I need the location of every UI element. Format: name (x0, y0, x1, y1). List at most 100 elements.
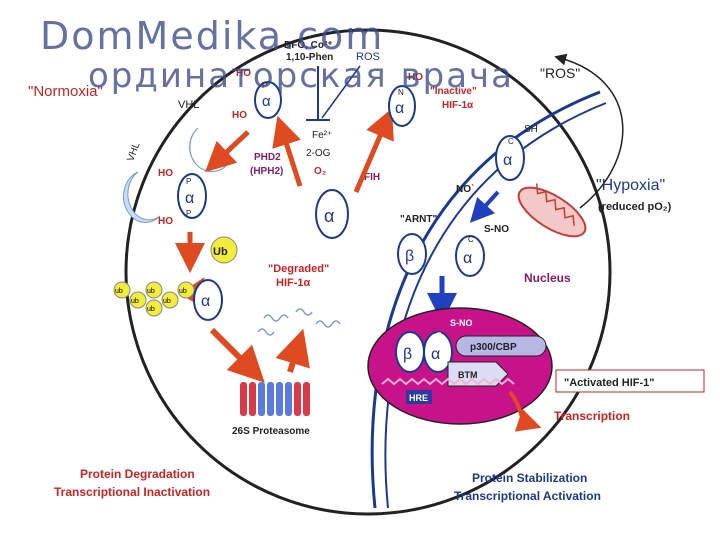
normoxia-label: "Normoxia" (28, 83, 103, 100)
arrow-to-vhl-binding (205, 130, 250, 173)
hif-alpha-top-left (254, 81, 282, 119)
ros-quoted-label: "ROS" (540, 65, 580, 81)
hif-alpha-ubiquitinated (193, 279, 223, 321)
p300-label: p300/CBP (470, 342, 517, 353)
phd2-label: PHD2 (254, 152, 281, 163)
ubiquitin-chain: ub ub ub ub ub ub (113, 281, 195, 317)
activated-alpha (423, 331, 453, 373)
ub-chain-label: ub (179, 288, 187, 295)
degraded-hif-label: HIF-1α (276, 277, 311, 289)
hre-box (406, 390, 432, 404)
c-label: C (436, 331, 442, 340)
ub-chain-label: ub (163, 298, 171, 305)
transcription-label: Transcription (554, 409, 630, 423)
alpha-symbol: α (463, 250, 472, 267)
protein-degradation-label: Protein Degradation (80, 467, 195, 481)
ub-chain-label: ub (147, 306, 155, 313)
inactive-hif-label: HIF-1α (442, 100, 474, 111)
ub-chain-label: ub (131, 298, 139, 305)
arrow-fih (353, 108, 394, 193)
beta-symbol: β (405, 248, 414, 265)
btm-label: BTM (458, 370, 478, 380)
watermark-subtitle: ординаторская врача (88, 56, 514, 96)
cell-membrane (124, 28, 612, 516)
ho-label: HO (236, 68, 251, 79)
ho-label: HO (408, 72, 423, 83)
sh-label: SH (524, 124, 538, 135)
nuclear-membrane-inner (384, 102, 607, 509)
arrow-phd-to-hydroxylation (272, 115, 303, 187)
reduced-po2-label: (reduced pO₂) (598, 201, 672, 213)
ho-label: HO (232, 110, 247, 121)
ho-label: HO (158, 168, 173, 179)
arnt-beta (397, 233, 427, 275)
phen-label: 1,10-Phen (286, 52, 333, 63)
hif-alpha-sno (455, 235, 485, 277)
vhl-label-top: VHL (178, 99, 199, 111)
c-label: C (468, 235, 474, 244)
ros-label: ROS (356, 51, 380, 63)
transcriptional-inactivation-label: Transcriptional Inactivation (54, 485, 210, 499)
inhibition-bar (306, 66, 330, 121)
p-label: P (186, 209, 191, 218)
fih-label: FIH (364, 172, 380, 183)
dfo-label: DFO, Co²⁺ (284, 40, 333, 51)
alpha-symbol: α (201, 293, 210, 310)
fe-label: Fe²⁺ (312, 130, 332, 141)
alpha-symbol: α (324, 206, 334, 226)
hre-label: HRE (409, 393, 428, 403)
proteasome-label: 26S Proteasome (232, 426, 310, 437)
og-label: 2-OG (306, 148, 331, 159)
alpha-symbol: α (395, 100, 404, 117)
degraded-label: "Degraded" (268, 263, 329, 275)
activated-hif-label: "Activated HIF-1" (564, 377, 655, 389)
inactive-label: "Inactive" (430, 86, 477, 97)
ub-chain-label: ub (147, 288, 155, 295)
arnt-label: "ARNT" (400, 214, 438, 225)
ub-chain-label: ub (115, 288, 123, 295)
sno-label: S-NO (450, 318, 473, 328)
mitochondrion (517, 183, 587, 238)
c-label: C (508, 137, 514, 146)
btm-box (447, 361, 509, 387)
watermark-site: DomMedika.com (40, 14, 385, 58)
hif-alpha-sh (495, 135, 525, 181)
alpha-symbol: α (185, 190, 194, 207)
hypoxia-label: "Hypoxia" (596, 177, 665, 194)
peptide-fragments (257, 308, 341, 336)
dna-strand (381, 377, 515, 386)
alpha-symbol: α (503, 152, 512, 169)
nucleus-label: Nucleus (524, 271, 571, 285)
transcription-arrow (508, 390, 542, 432)
vhl-crescent-mid (123, 171, 161, 223)
ho-label: HO (158, 216, 173, 227)
o2-label: O₂ (314, 166, 326, 177)
beta-symbol: β (403, 346, 412, 363)
n-label: N (398, 88, 404, 97)
no-label: NO˙ (456, 184, 474, 195)
p-label: P (186, 177, 191, 186)
ub-molecule (210, 236, 238, 264)
arrow-s-nitrosylation (469, 190, 500, 223)
proteasome (240, 382, 310, 416)
vhl-crescent-top (189, 127, 227, 173)
arrow-proteasome-out (275, 328, 310, 373)
ub-label: Ub (213, 246, 228, 258)
protein-stabilization-label: Protein Stabilization (472, 471, 587, 485)
hif-alpha-hydroxylated (177, 173, 207, 219)
activated-hif-box (555, 369, 705, 393)
alpha-symbol: α (262, 93, 271, 110)
alpha-symbol: α (431, 346, 440, 363)
vhl-label-mid: VHL (125, 141, 142, 163)
p-label: P (262, 81, 267, 90)
transcriptional-activation-label: Transcriptional Activation (454, 489, 601, 503)
sno-label: S-NO (484, 224, 509, 235)
hif-alpha-central (315, 189, 349, 239)
p300-cbp-box (455, 335, 547, 357)
arrow-to-proteasome (209, 327, 265, 383)
hph2-label: (HPH2) (250, 166, 283, 177)
nuclear-membrane-outer (370, 90, 601, 509)
ros-feedback-arrow (554, 53, 624, 209)
